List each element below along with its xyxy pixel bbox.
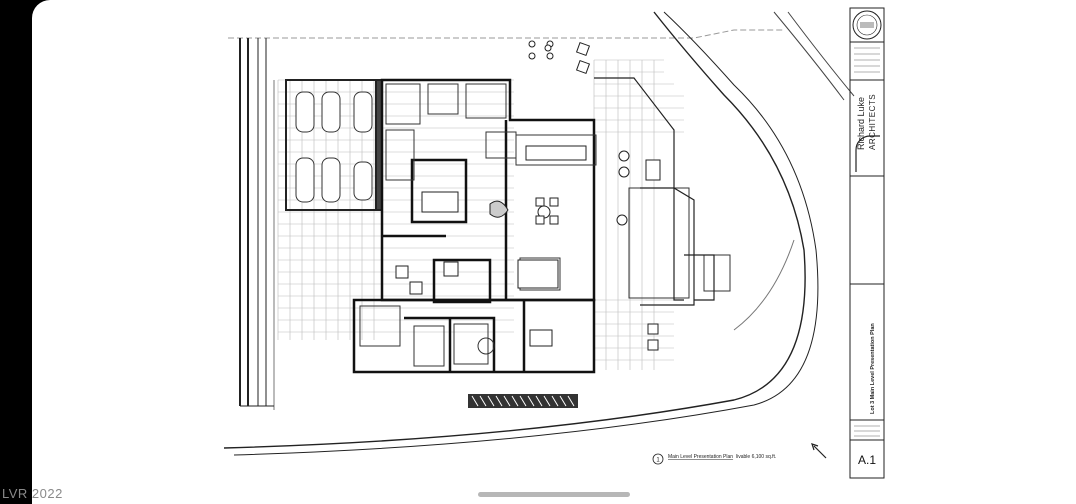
floor-plan-sheet[interactable]: 1 Main Level Presentation Plan livable 6…	[214, 0, 892, 484]
title-block-sheet-number: A.1	[858, 453, 876, 467]
title-block-project-line: Lot 3 Main Level Presentation Plan	[870, 323, 876, 414]
title-block-firm-line1: Richard Luke	[856, 97, 866, 150]
plan-caption-title: Main Level Presentation Plan	[668, 454, 733, 460]
title-block-firm-line2: ARCHITECTS	[868, 94, 877, 150]
title-block-seal	[852, 10, 882, 40]
floor-plan-drawing: 1 Main Level Presentation Plan livable 6…	[223, 7, 885, 479]
listing-watermark: LVR 2022	[2, 486, 63, 501]
architect-logo	[855, 135, 880, 172]
plan-caption-area: livable 6,100 sq.ft.	[736, 454, 776, 460]
home-indicator-bar[interactable]	[478, 492, 630, 497]
plan-caption-number: 1	[656, 458, 660, 464]
title-block-frame	[849, 7, 885, 479]
plan-caption-marker	[652, 453, 664, 465]
